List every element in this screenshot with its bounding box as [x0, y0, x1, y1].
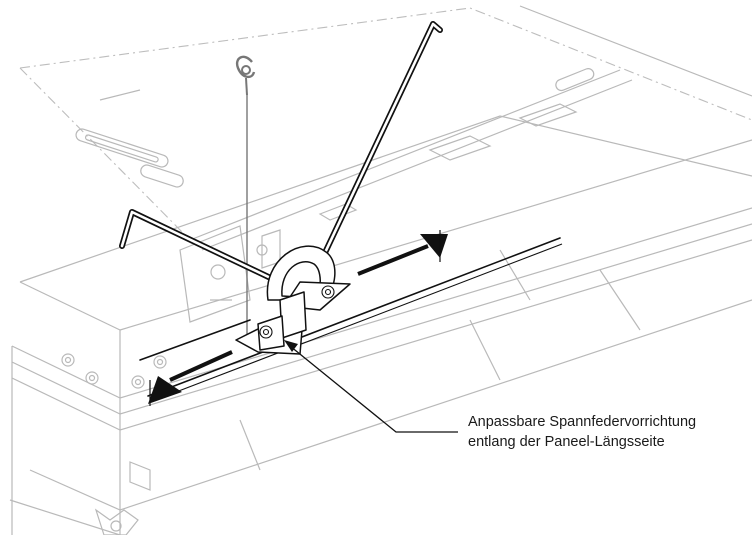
ceiling-slot-1 [75, 128, 169, 168]
long-side-rail [139, 237, 563, 403]
edge-screws [61, 353, 167, 389]
corner-foot [94, 461, 151, 535]
callout-line-2: entlang der Paneel-Längsseite [468, 434, 665, 450]
ceiling-slot-3 [555, 68, 595, 92]
spring-rod-long [311, 21, 443, 279]
light-panel-ghost [9, 115, 752, 535]
adjust-arrow-right [357, 230, 448, 276]
callout-leader [284, 340, 458, 433]
callout-line-1: Anpassbare Spannfedervorrichtung [468, 414, 697, 430]
spring-bracket-assembly [235, 245, 351, 355]
ceiling-slot-2 [140, 164, 184, 188]
suspension-hook [235, 55, 256, 340]
adjust-arrow-left [148, 350, 233, 406]
callout-label: Anpassbare Spannfedervorrichtung entlang… [468, 412, 748, 452]
spring-rod-short [119, 209, 303, 295]
